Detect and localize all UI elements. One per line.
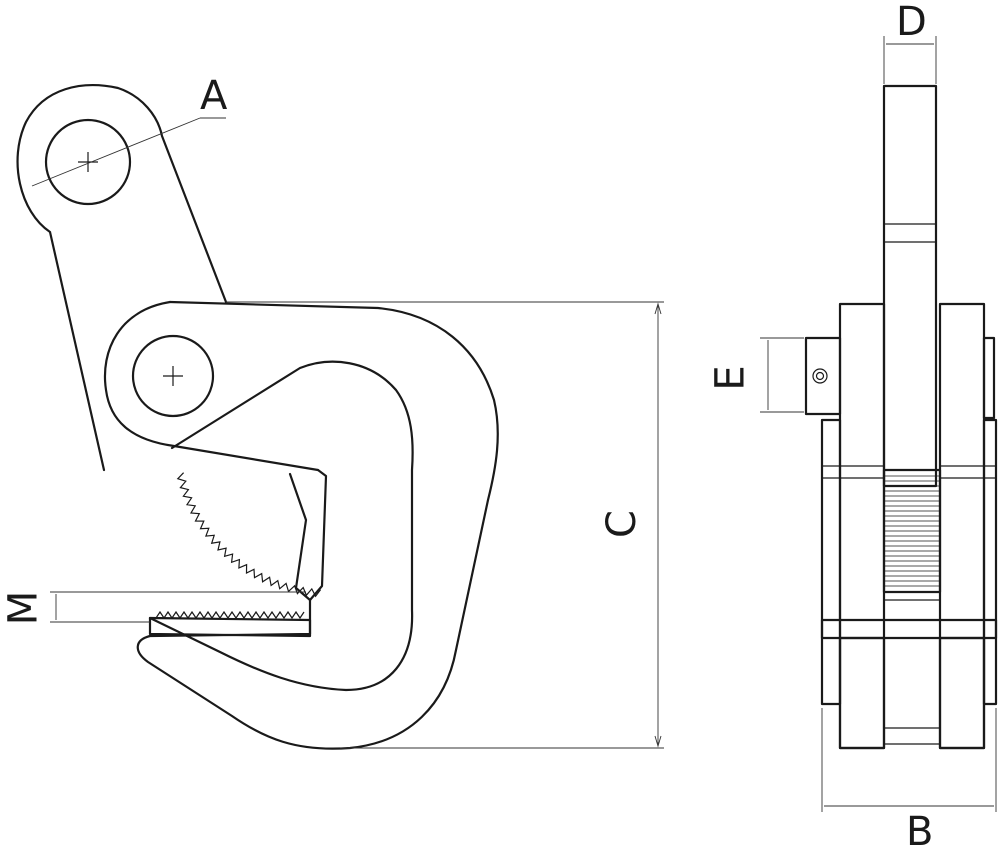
dim-label-M: M (0, 590, 47, 626)
cam-teeth (176, 472, 322, 598)
dim-label-C: C (598, 510, 645, 538)
right-cheek-plate (938, 302, 986, 750)
lower-jaw-teeth (152, 610, 305, 620)
lower-jaw-plate (148, 616, 312, 638)
front-link (882, 84, 938, 488)
crossbar (820, 618, 998, 640)
left-cheek-plate (838, 302, 886, 750)
clamp-body-outer (136, 300, 499, 750)
pin-head (804, 336, 842, 416)
dim-label-B: B (906, 809, 934, 855)
left-outer-plate (820, 418, 842, 706)
dim-label-E: E (707, 365, 754, 391)
dim-label-D: D (896, 0, 927, 45)
cam-gear-lines (884, 475, 940, 587)
shackle-eye (44, 118, 132, 206)
lower-block-left (838, 636, 886, 750)
dim-A-leader (31, 117, 201, 187)
pin-hole-inner (815, 371, 825, 381)
front-view (760, 36, 998, 812)
side-view (16, 84, 664, 750)
lower-block-right (938, 636, 986, 750)
right-hub (982, 336, 996, 420)
dim-label-A: A (200, 73, 228, 119)
pivot-pin (131, 334, 215, 418)
pivot-boss (103, 300, 320, 472)
pin-hole-outer (812, 368, 828, 384)
dim-C-arrow-top (654, 302, 662, 315)
clamp-body-inner (148, 360, 414, 692)
right-outer-plate (982, 418, 998, 706)
dim-C-arrow-bottom (654, 735, 662, 748)
lever-arm (16, 84, 228, 472)
upper-jaw (288, 468, 328, 602)
